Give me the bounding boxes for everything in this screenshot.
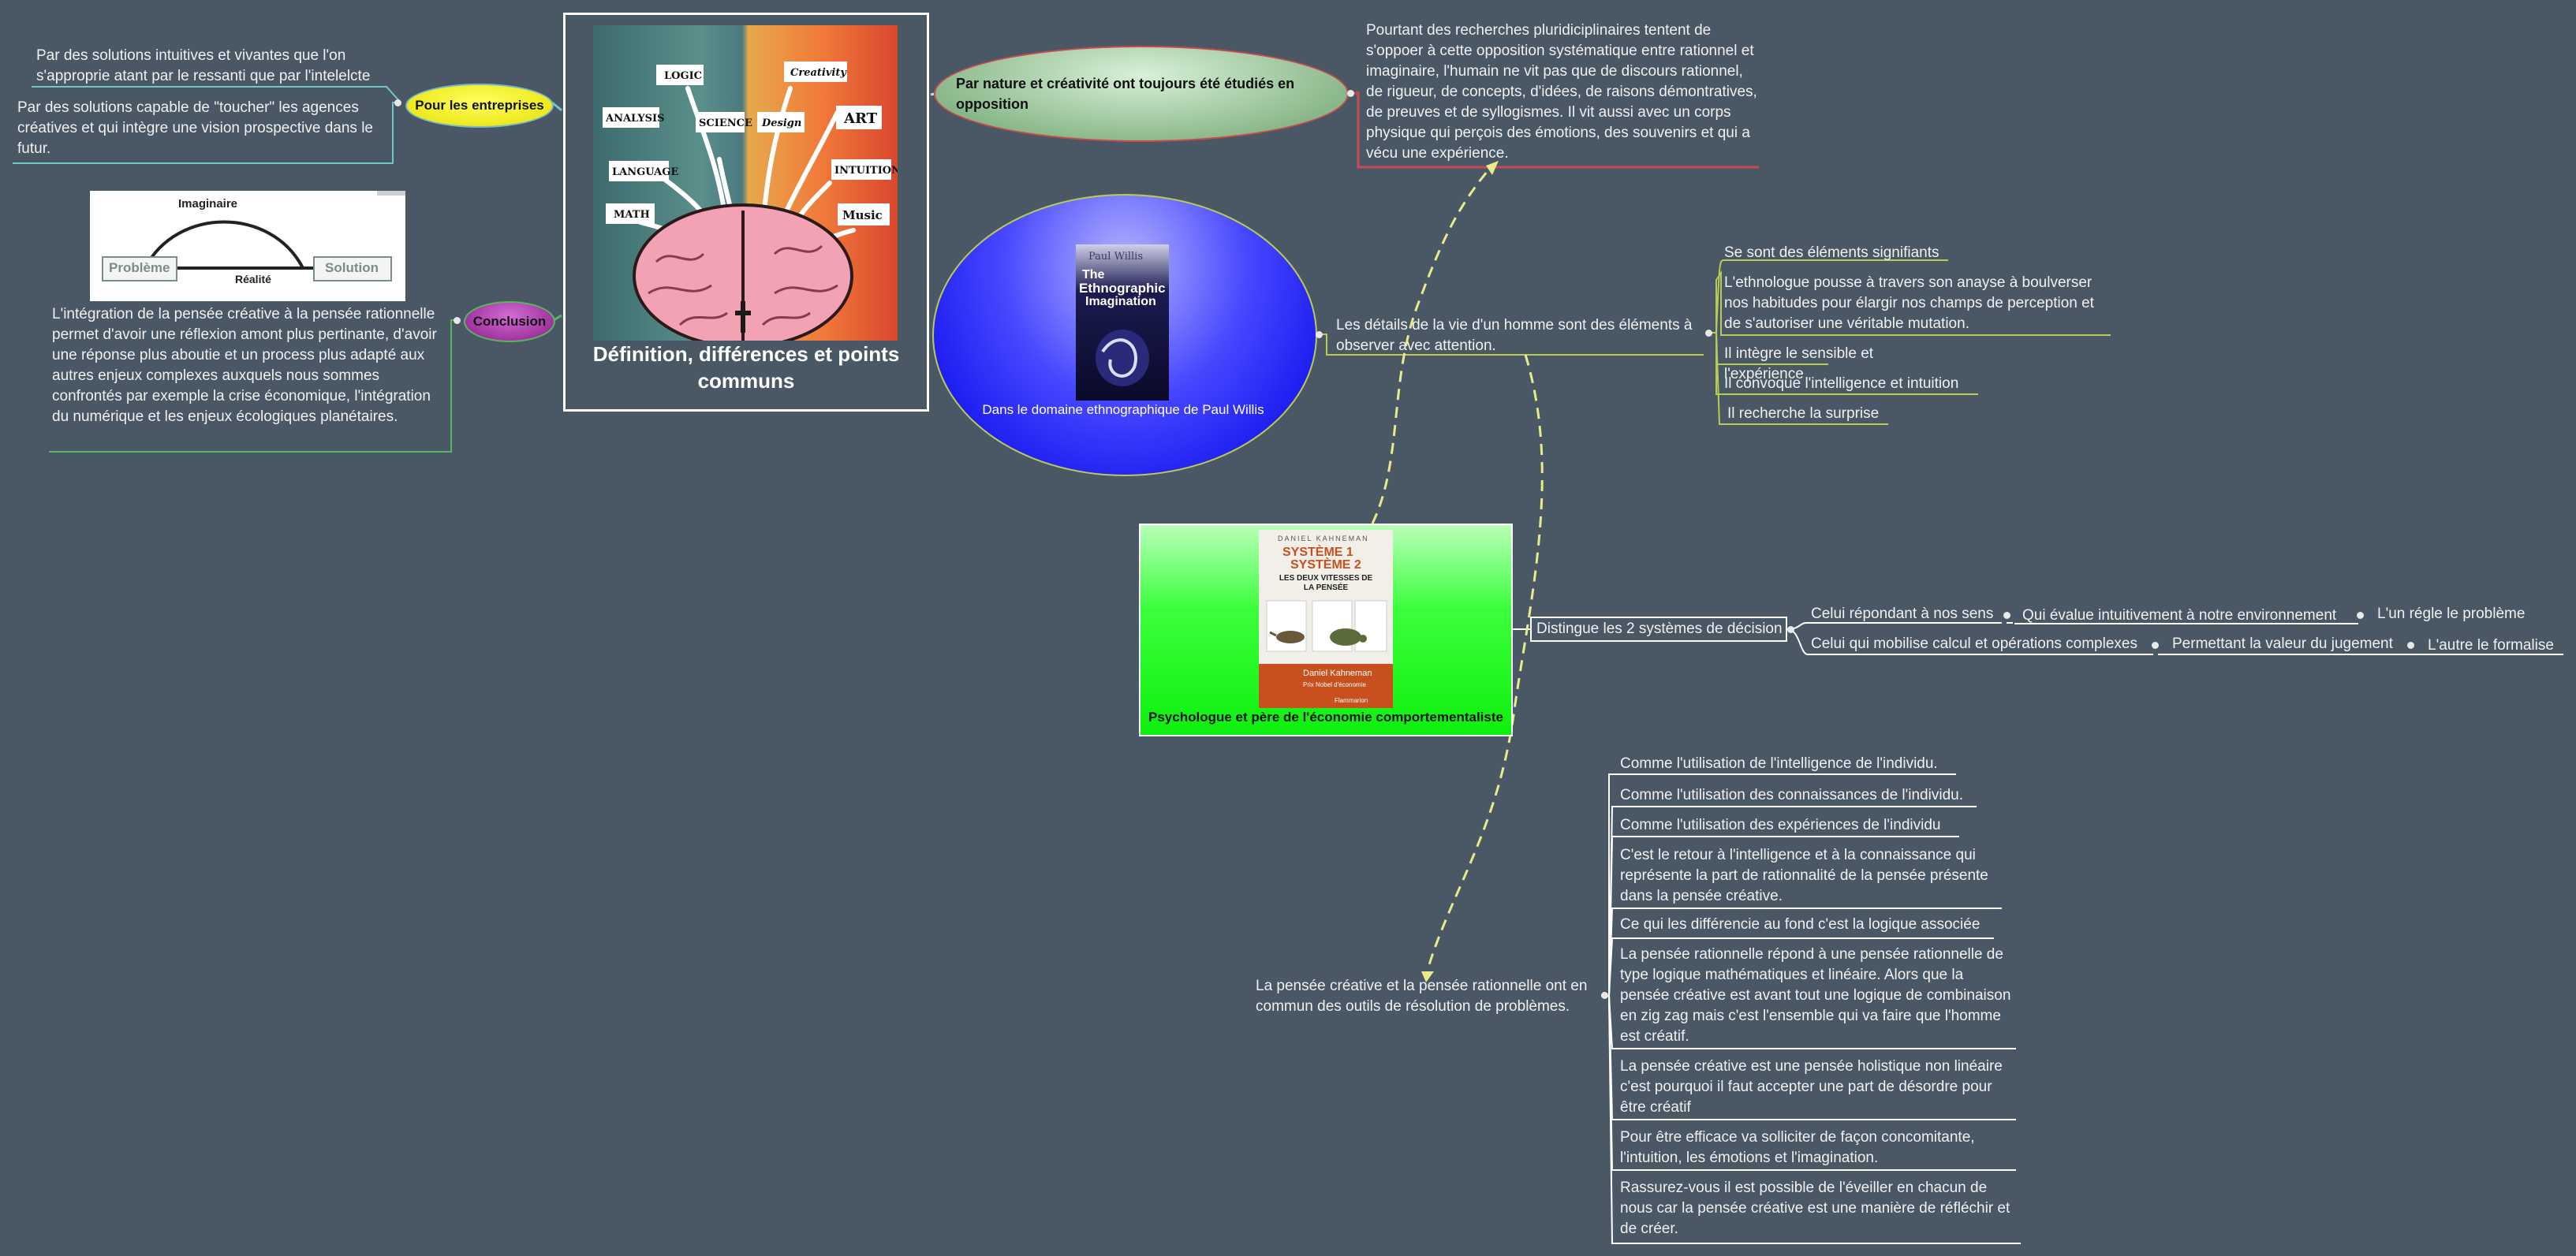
diagram-top-label: Imaginaire bbox=[178, 197, 238, 211]
kahneman-book-author-top: DANIEL KAHNEMAN bbox=[1278, 535, 1369, 542]
system1-dot-1 bbox=[2003, 612, 2010, 619]
word-language: LANGUAGE bbox=[612, 166, 678, 178]
kahneman-book-author-bottom: Daniel Kahneman bbox=[1303, 669, 1372, 678]
willis-book-title-3: Imagination bbox=[1085, 295, 1156, 308]
enterprise-item-1[interactable]: Par des solutions intuitives et vivantes… bbox=[36, 47, 371, 84]
willis-book-author: Paul Willis bbox=[1088, 251, 1144, 263]
system2-dot-2 bbox=[2407, 642, 2414, 649]
bottom-item-4[interactable]: C'est le retour à l'intelligence et à la… bbox=[1620, 847, 1988, 904]
system1-item-1[interactable]: Celui répondant à nos sens bbox=[1811, 606, 1994, 622]
opposition-dot bbox=[1347, 90, 1354, 97]
central-topic[interactable] bbox=[563, 13, 929, 412]
brain-illustration: LOGIC Creativity ANALYSIS SCIENCE Design… bbox=[593, 25, 898, 341]
bottom-item-1[interactable]: Comme l'utilisation de l'intelligence de… bbox=[1620, 755, 1938, 772]
link-enterprises-item1 bbox=[32, 86, 401, 103]
enterprise-item-2[interactable]: Par des solutions capable de "toucher" l… bbox=[17, 99, 373, 157]
enterprises-node[interactable]: Pour les entreprises bbox=[405, 84, 554, 128]
link-opposition-text bbox=[1350, 91, 1759, 169]
bottom-item-5[interactable]: Ce qui les différencie au fond c'est la … bbox=[1620, 916, 1981, 933]
bottom-item-9[interactable]: Rassurez-vous il est possible de l'éveil… bbox=[1620, 1180, 2010, 1237]
kahneman-book-prize: Prix Nobel d'économie bbox=[1303, 681, 1366, 688]
willis-book-title-1: The bbox=[1082, 268, 1105, 281]
conclusion-label: Conclusion bbox=[472, 314, 547, 329]
distinguish-node[interactable] bbox=[1530, 617, 1787, 642]
kahneman-book-cover: DANIEL KAHNEMAN SYSTÈME 1 SYSTÈME 2 LES … bbox=[1259, 530, 1393, 708]
willis-book-cover: Paul Willis The Ethnographic Imagination bbox=[1076, 244, 1169, 401]
link-willis-details bbox=[1319, 334, 1704, 356]
system2-item-1[interactable]: Celui qui mobilise calcul et opérations … bbox=[1811, 635, 2137, 652]
conclusion-text[interactable]: L'intégration de la pensée créative à la… bbox=[52, 306, 437, 425]
enterprises-dot bbox=[394, 99, 401, 106]
common-tools-text[interactable]: La pensée créative et la pensée rationne… bbox=[1256, 978, 1588, 1015]
kahneman-book-title-2: SYSTÈME 2 bbox=[1290, 558, 1361, 572]
word-intuition: INTUITION bbox=[834, 165, 898, 177]
system2-item-3[interactable]: L'autre le formalise bbox=[2428, 637, 2554, 654]
diagram-right-label: Solution bbox=[325, 260, 379, 275]
kahneman-book-subtitle: LES DEUX VITESSES DE LA PENSÉE bbox=[1279, 574, 1373, 592]
diagram-left-label: Problème bbox=[109, 260, 170, 275]
system2-dot-1 bbox=[2152, 642, 2159, 649]
conclusion-dot bbox=[454, 317, 461, 324]
willis-item-2[interactable]: L'ethnologue pousse à travers son anayse… bbox=[1724, 274, 2094, 332]
willis-caption: Dans le domaine ethnographique de Paul W… bbox=[982, 402, 1264, 417]
distinguish-dot bbox=[1787, 626, 1794, 633]
word-logic: LOGIC bbox=[664, 70, 702, 82]
willis-item-5[interactable]: Il recherche la surprise bbox=[1727, 405, 1880, 422]
willis-dot bbox=[1316, 331, 1323, 338]
word-creativity: Creativity bbox=[790, 67, 847, 79]
opposition-label: Par nature et créativité ont toujours ét… bbox=[956, 76, 1295, 112]
willis-item-3[interactable]: Il intègre le sensible et l'expérience bbox=[1724, 345, 1874, 382]
distinguish-label: Distingue les 2 systèmes de décision bbox=[1536, 621, 1783, 637]
word-design: Design bbox=[761, 117, 801, 129]
bottom-item-2[interactable]: Comme l'utilisation des connaissances de… bbox=[1620, 787, 1963, 803]
diagram-bottom-label: Réalité bbox=[235, 273, 271, 285]
willis-book-title-2: Ethnographic bbox=[1079, 281, 1166, 296]
bottom-item-6[interactable]: La pensée rationnelle répond à une pensé… bbox=[1620, 946, 2011, 1045]
willis-item-4[interactable]: Il convoque l'intelligence et intuition bbox=[1724, 375, 1959, 392]
word-math: MATH bbox=[614, 209, 650, 221]
imaginaire-diagram: Imaginaire Problème Solution Réalité bbox=[90, 191, 405, 301]
word-science: SCIENCE bbox=[699, 117, 752, 129]
bottom-item-8[interactable]: Pour être efficace va solliciter de faço… bbox=[1620, 1129, 1975, 1166]
central-title: Définition, différences et points commun… bbox=[592, 342, 900, 393]
conclusion-node[interactable]: Conclusion bbox=[464, 301, 555, 342]
willis-item-1[interactable]: Se sont des éléments signifiants bbox=[1724, 244, 1939, 261]
willis-details[interactable]: Les détails de la vie d'un homme sont de… bbox=[1336, 317, 1693, 354]
bottom-item-7[interactable]: La pensée créative est une pensée holist… bbox=[1620, 1058, 2003, 1116]
kahneman-book-publisher: Flammarion bbox=[1335, 697, 1368, 704]
bottom-item-3[interactable]: Comme l'utilisation des expériences de l… bbox=[1620, 817, 1941, 833]
kahneman-caption: Psychologue et père de l'économie compor… bbox=[1148, 710, 1503, 725]
opposition-text[interactable]: Pourtant des recherches pluridiciplinair… bbox=[1366, 22, 1757, 162]
opposition-node[interactable]: Par nature et créativité ont toujours ét… bbox=[934, 46, 1349, 142]
enterprises-label: Pour les entreprises bbox=[415, 98, 544, 113]
word-music: Music bbox=[842, 208, 883, 222]
word-art: ART bbox=[843, 110, 878, 127]
system1-item-3[interactable]: L'un régle le problème bbox=[2377, 606, 2526, 622]
system2-item-2[interactable]: Permettant la valeur du jugement bbox=[2172, 635, 2393, 652]
willis-details-dot bbox=[1705, 330, 1712, 337]
word-analysis: ANALYSIS bbox=[605, 113, 665, 125]
relation-willis-common bbox=[1426, 354, 1544, 971]
common-tools-dot bbox=[1601, 992, 1608, 999]
system1-dot-2 bbox=[2357, 612, 2364, 619]
link-center-enterprises bbox=[551, 101, 562, 112]
relation-kahneman-opposition bbox=[1371, 166, 1492, 524]
kahneman-book-title-1: SYSTÈME 1 bbox=[1282, 546, 1353, 559]
system1-item-2[interactable]: Qui évalue intuitivement à notre environ… bbox=[2022, 607, 2337, 624]
